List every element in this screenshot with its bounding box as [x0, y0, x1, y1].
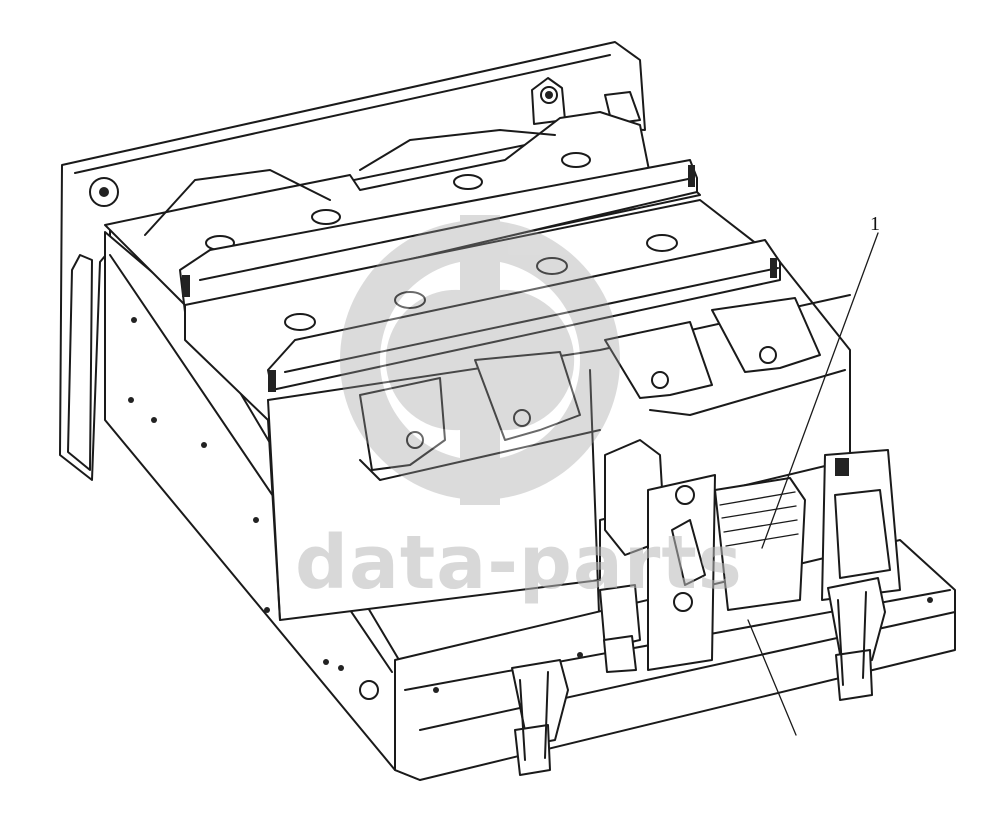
watermark-text: data-parts — [295, 520, 743, 606]
front-latch-left — [511, 659, 569, 776]
front-latch-right — [827, 577, 886, 701]
disconnect-switch-assembly — [599, 439, 901, 673]
terminal-covers — [359, 297, 846, 481]
watermark-logo — [340, 215, 620, 505]
callout-1: 1 — [747, 213, 880, 736]
callout-1-label: 1 — [870, 213, 880, 235]
hold-down-bar-front — [267, 239, 781, 392]
